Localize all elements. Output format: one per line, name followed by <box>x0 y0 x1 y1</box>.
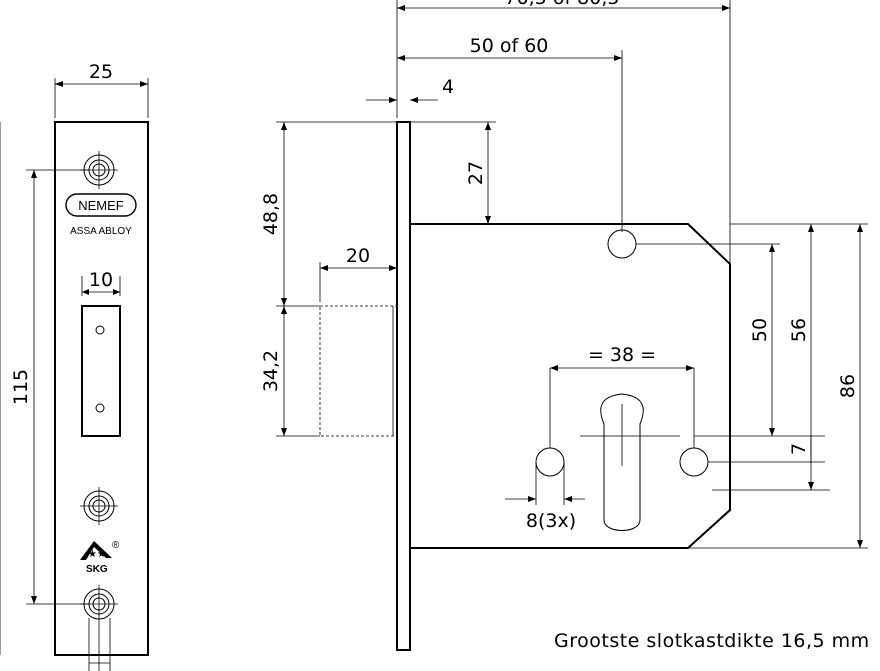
brand-group: ASSA ABLOY <box>70 226 132 237</box>
hole-height-label: 56 <box>788 318 810 342</box>
nemef-logo: NEMEF ASSA ABLOY <box>65 193 137 237</box>
lock-case <box>409 223 731 549</box>
top-offset-label: 27 <box>465 161 487 185</box>
bolt-height-label: 34,2 <box>260 350 282 392</box>
svg-text:★★: ★★ <box>88 549 106 560</box>
bolt <box>319 305 398 437</box>
upper-height-label: 48,8 <box>260 193 282 235</box>
cylinder-offset-label: 7 <box>788 443 810 455</box>
note-text: Grootste slotkastdikte 16,5 mm <box>554 630 870 652</box>
front-width-label: 25 <box>89 61 113 83</box>
bolt-slot <box>81 305 121 437</box>
screw-hole-middle <box>80 487 118 525</box>
mount-hole-right <box>679 447 709 477</box>
skg-logo: ★★ ® SKG <box>80 540 120 575</box>
skg-label: SKG <box>86 564 108 575</box>
skg-registered: ® <box>112 540 120 551</box>
slot-pin-bottom <box>95 403 105 413</box>
front-height-label: 115 <box>10 369 32 405</box>
cylinder-spacing-label: = 38 = <box>588 344 656 366</box>
cylinder-cutout <box>600 393 644 531</box>
brand-name: NEMEF <box>78 198 124 213</box>
overall-depth-label: 70,5 of 80,5 <box>504 0 619 9</box>
faceplate-outline <box>54 121 149 656</box>
front-view: 25 115 NEMEF ASSA ABLOY 10 <box>0 61 149 671</box>
hole-diameter-label: 8(3x) <box>526 510 576 532</box>
faceplate-side <box>396 121 411 651</box>
side-view: 70,5 of 80,5 50 of 60 4 27 48,8 34,2 <box>260 0 868 651</box>
mount-hole-top <box>607 229 637 259</box>
slot-pin-top <box>95 325 105 335</box>
bolt-projection-label: 20 <box>346 245 370 267</box>
screw-hole-top <box>80 151 118 189</box>
mount-hole-left <box>535 447 565 477</box>
backset-label: 50 of 60 <box>470 35 549 57</box>
slot-width-label: 10 <box>89 269 113 291</box>
screw-hole-bottom <box>80 585 118 671</box>
faceplate-thickness-label: 4 <box>442 76 454 98</box>
case-height-label: 86 <box>837 374 859 398</box>
center-distance-label: 50 <box>749 318 771 342</box>
